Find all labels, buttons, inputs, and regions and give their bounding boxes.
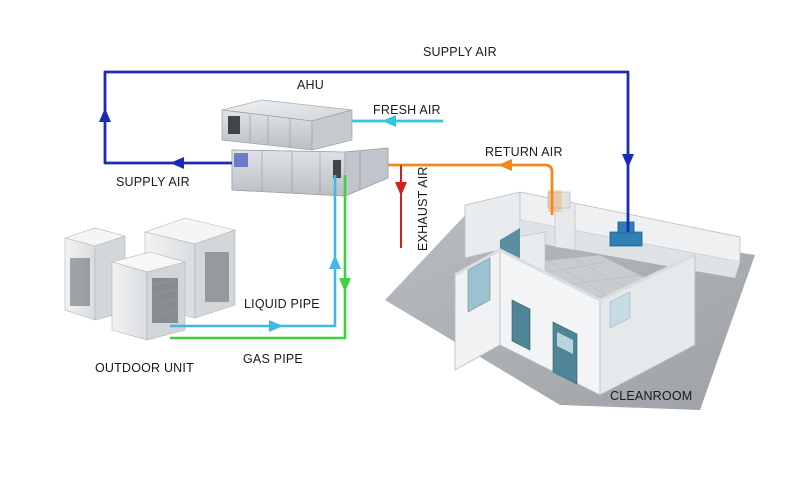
- flow-arrow: [395, 182, 407, 196]
- gas-pipe-line: [170, 175, 351, 340]
- exhaust-air-label: EXHAUST AIR: [416, 166, 430, 251]
- fresh-air-label: FRESH AIR: [373, 103, 441, 117]
- fresh-air-line: [352, 115, 443, 127]
- flow-arrow: [170, 157, 184, 169]
- cleanroom-model: [385, 190, 755, 410]
- supply-air-label-left: SUPPLY AIR: [116, 175, 190, 189]
- flow-arrow: [339, 278, 351, 292]
- ahu-unit: [221, 99, 389, 197]
- flow-arrow: [99, 108, 111, 122]
- liquid-pipe-line: [170, 175, 341, 332]
- outdoor-unit: [63, 217, 237, 341]
- return-air-line: [388, 159, 554, 215]
- flow-arrow: [498, 159, 512, 171]
- return-air-label: RETURN AIR: [485, 145, 563, 159]
- flow-arrow: [622, 154, 634, 168]
- liquid-pipe-label: LIQUID PIPE: [244, 297, 320, 311]
- outdoor-unit-label: OUTDOOR UNIT: [95, 361, 194, 375]
- flow-arrow: [329, 255, 341, 269]
- supply-air-label-top: SUPPLY AIR: [423, 45, 497, 59]
- flow-arrow: [382, 115, 396, 127]
- ahu-label: AHU: [297, 78, 324, 92]
- flow-arrow: [269, 320, 283, 332]
- exhaust-air-line: [395, 165, 407, 248]
- supply-air-line: [99, 70, 634, 232]
- gas-pipe-label: GAS PIPE: [243, 352, 303, 366]
- cleanroom-label: CLEANROOM: [610, 389, 693, 403]
